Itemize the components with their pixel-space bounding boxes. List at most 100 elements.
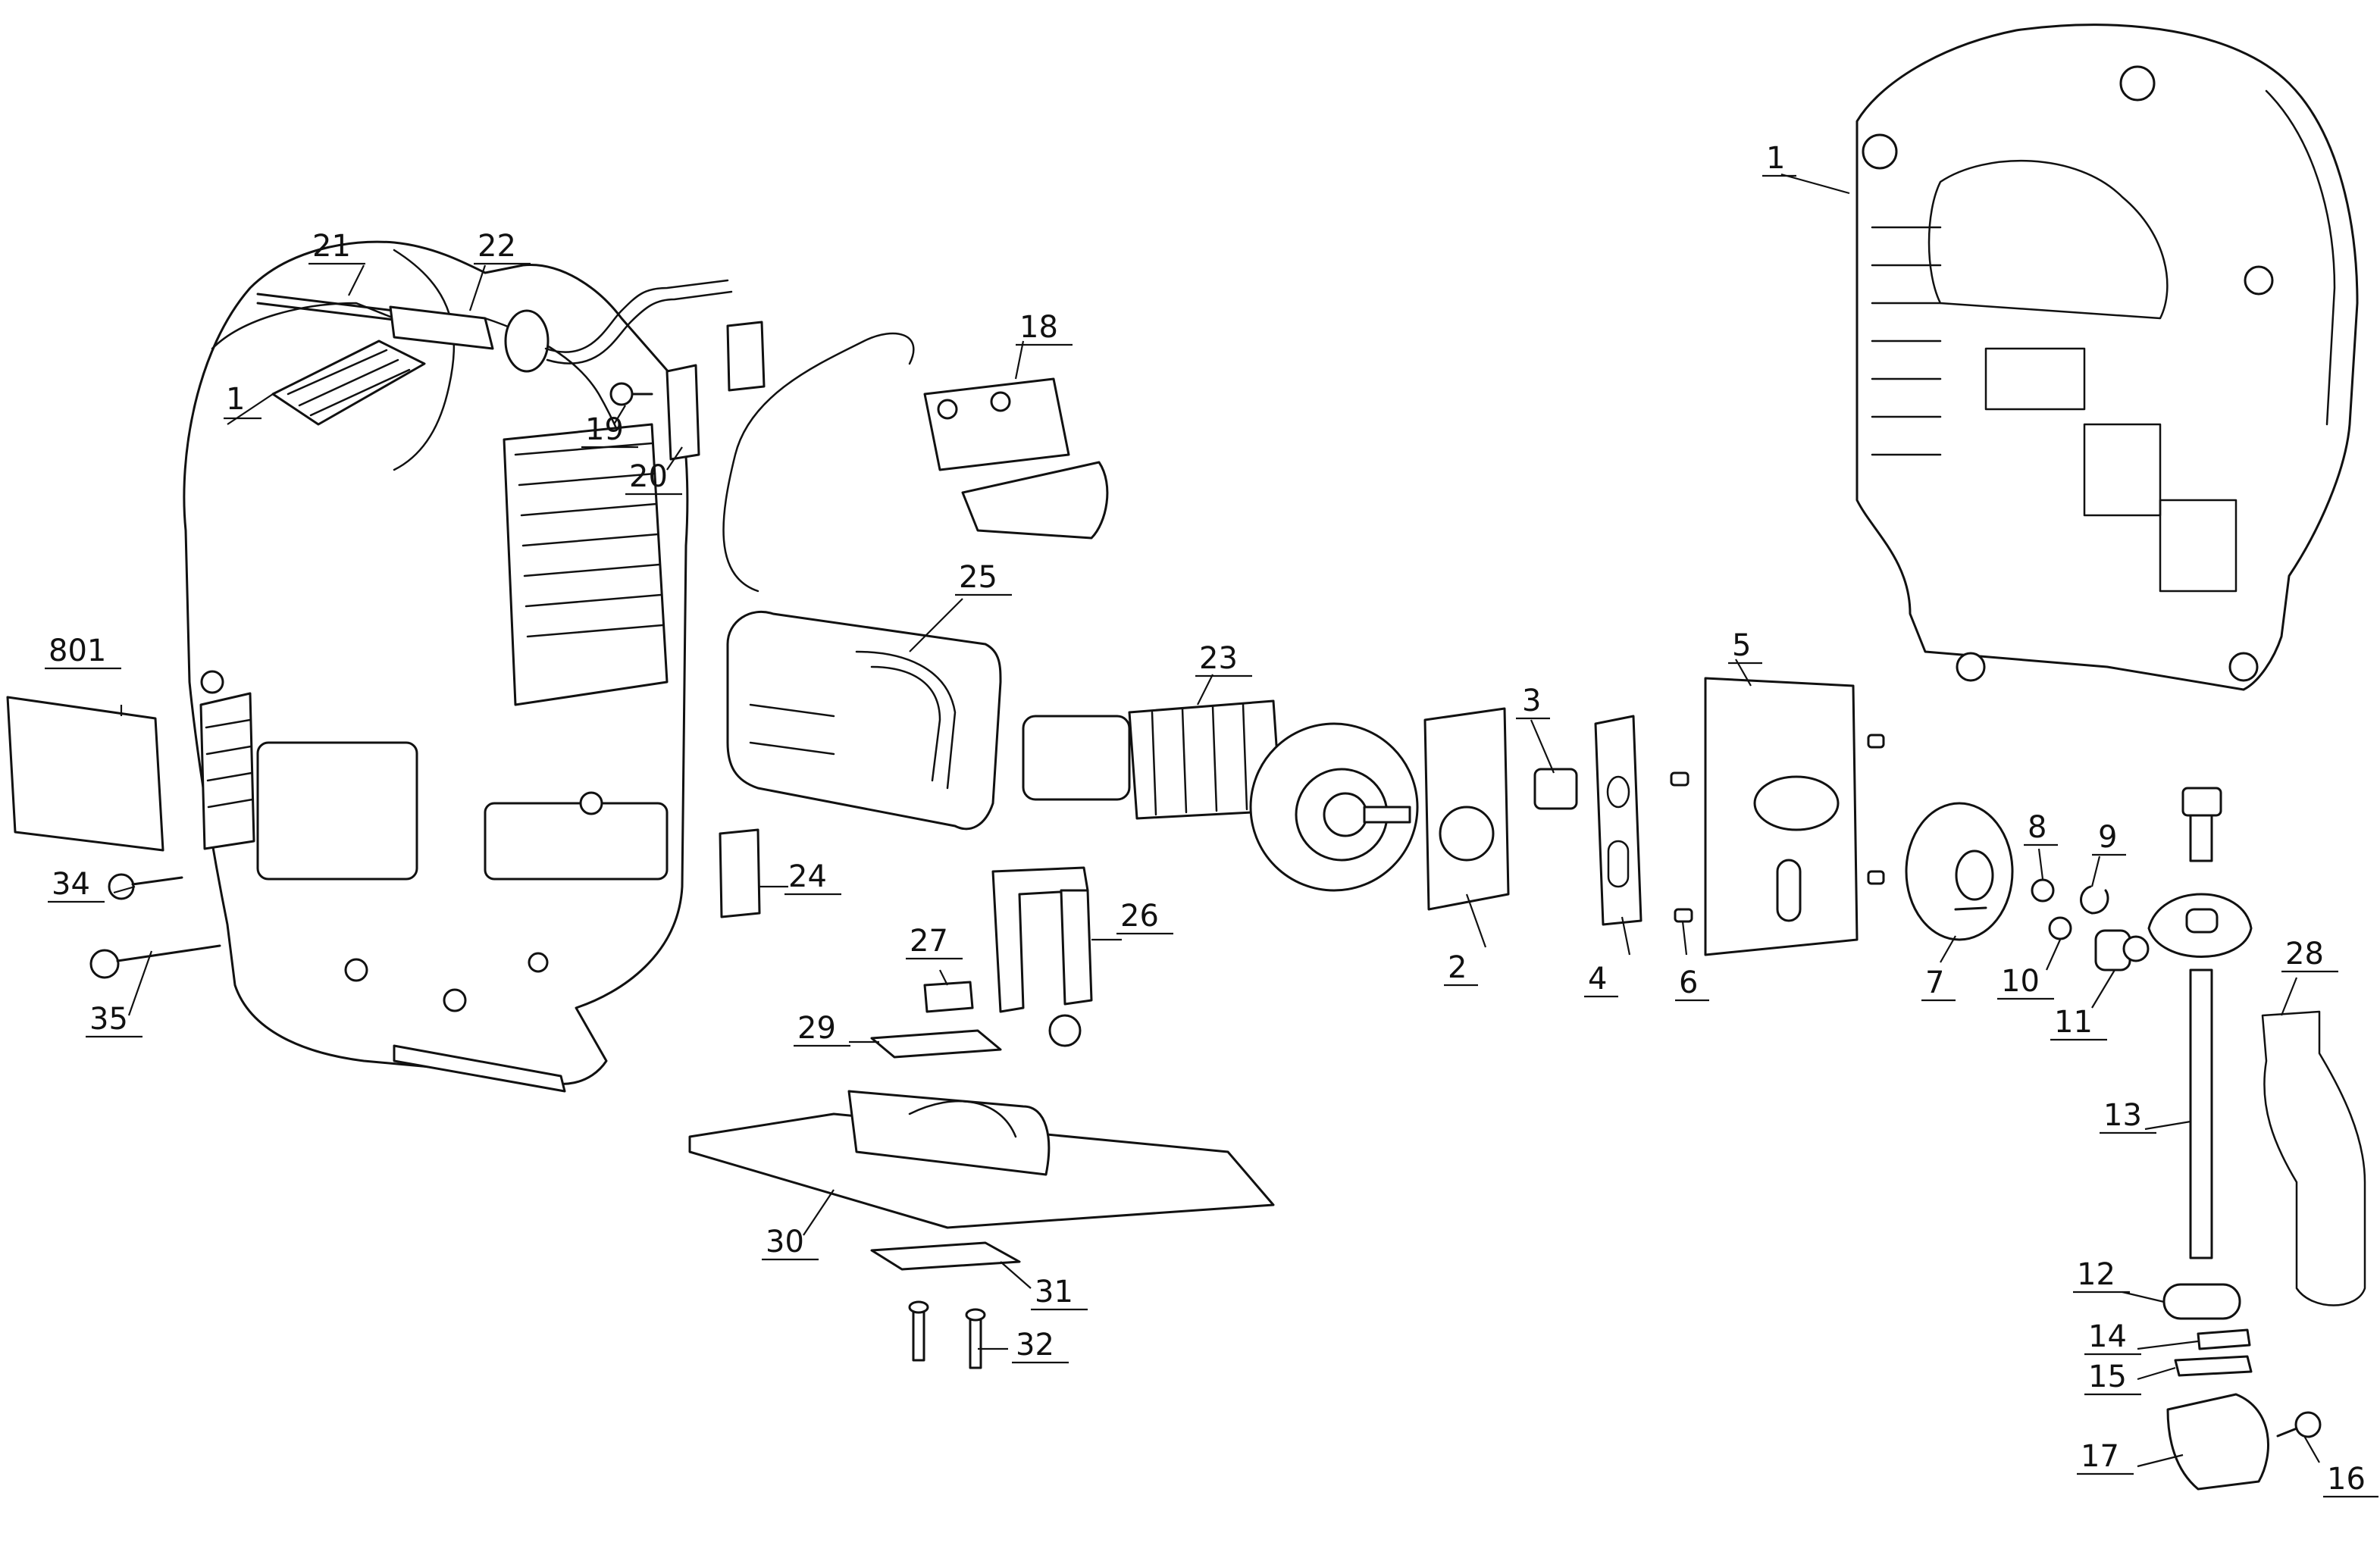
screws-32 — [908, 1300, 986, 1369]
svg-text:801: 801 — [49, 634, 106, 668]
washer-8 — [2031, 878, 2055, 903]
svg-text:30: 30 — [766, 1225, 804, 1259]
gear-7 — [1905, 802, 2014, 941]
label-plate — [6, 696, 164, 852]
svg-text:1: 1 — [226, 382, 245, 417]
armature-23 — [1022, 699, 1419, 892]
lead-wires — [722, 332, 915, 593]
callout-24: 24 — [784, 859, 841, 896]
callout-10: 10 — [1997, 964, 2054, 1000]
cord-clamp-20 — [665, 364, 700, 461]
clip-9 — [2080, 885, 2109, 915]
callout-20: 20 — [625, 459, 682, 496]
callout-31: 31 — [1031, 1275, 1088, 1311]
svg-text:15: 15 — [2088, 1359, 2127, 1394]
svg-text:24: 24 — [788, 859, 827, 894]
svg-text:5: 5 — [1732, 628, 1751, 663]
callout-21: 21 — [308, 229, 365, 265]
svg-text:25: 25 — [959, 560, 997, 595]
needle-bearing-3 — [1533, 768, 1578, 810]
svg-text:12: 12 — [2077, 1257, 2115, 1292]
callout-18: 18 — [1016, 310, 1073, 346]
svg-text:11: 11 — [2054, 1005, 2093, 1040]
washer-10 — [2048, 916, 2072, 940]
callout-6: 6 — [1675, 965, 1709, 1002]
callout-14: 14 — [2084, 1319, 2141, 1356]
svg-text:1: 1 — [1766, 141, 1785, 176]
svg-text:29: 29 — [797, 1011, 836, 1046]
gear-plate-5 — [1704, 677, 1859, 956]
power-cord-and-relief — [256, 279, 733, 373]
brush-holder-24 — [719, 828, 761, 918]
svg-text:20: 20 — [629, 459, 668, 494]
field-stator-25 — [726, 610, 1002, 831]
pins-6 — [1670, 771, 1693, 923]
base-shoe-30 — [688, 1090, 1275, 1229]
callout-16: 16 — [2323, 1462, 2378, 1498]
svg-text:34: 34 — [52, 867, 90, 902]
svg-text:2: 2 — [1448, 950, 1467, 985]
roller-11 — [2094, 929, 2150, 971]
svg-text:21: 21 — [312, 229, 351, 264]
callout-7: 7 — [1921, 965, 1956, 1002]
guide-plate-4 — [1594, 715, 1643, 926]
svg-text:19: 19 — [585, 412, 624, 447]
callout-labels: 1 1 2 3 4 5 6 7 8 9 10 11 12 13 14 15 16… — [45, 141, 2378, 1498]
svg-text:7: 7 — [1925, 965, 1944, 1000]
block-15 — [2174, 1355, 2253, 1377]
clamp-31 — [870, 1241, 1021, 1271]
callout-801: 801 — [45, 634, 121, 670]
callout-15: 15 — [2084, 1359, 2141, 1396]
callout-32: 32 — [1012, 1328, 1069, 1364]
svg-text:28: 28 — [2285, 937, 2324, 971]
callout-5: 5 — [1728, 628, 1762, 665]
callout-11: 11 — [2050, 1005, 2107, 1041]
switch-18 — [923, 377, 1109, 540]
callout-28: 28 — [2281, 937, 2338, 973]
callout-34: 34 — [48, 867, 105, 903]
callout-26: 26 — [1116, 899, 1173, 935]
callout-27: 27 — [906, 924, 963, 960]
callout-3: 3 — [1516, 684, 1550, 720]
callout-30: 30 — [762, 1225, 819, 1261]
callout-1b: 1 — [1762, 141, 1796, 177]
callout-23: 23 — [1195, 641, 1252, 677]
callout-13: 13 — [2100, 1098, 2156, 1134]
pad-14 — [2197, 1328, 2251, 1350]
callout-35: 35 — [86, 1002, 142, 1038]
plunger-13 — [2147, 787, 2253, 1259]
callout-4: 4 — [1584, 962, 1618, 998]
housing-left-exterior — [183, 240, 689, 1093]
screw-16 — [2276, 1411, 2322, 1438]
svg-text:4: 4 — [1588, 962, 1607, 997]
wire-connector — [726, 321, 766, 392]
plate-29 — [870, 1029, 1002, 1059]
screw-34 — [108, 873, 183, 900]
screw-35 — [89, 944, 221, 979]
roller-bracket-26 — [991, 866, 1093, 1047]
svg-text:18: 18 — [1019, 310, 1058, 345]
housing-right-interior — [1855, 23, 2359, 691]
pin-27 — [923, 981, 974, 1013]
svg-text:8: 8 — [2028, 810, 2046, 845]
svg-text:3: 3 — [1522, 684, 1541, 718]
callout-29: 29 — [794, 1011, 850, 1047]
svg-text:23: 23 — [1199, 641, 1238, 676]
svg-text:6: 6 — [1679, 965, 1698, 1000]
svg-text:22: 22 — [478, 229, 516, 264]
callout-1a: 1 — [224, 382, 261, 420]
svg-text:31: 31 — [1035, 1275, 1073, 1309]
blade-clamp-17 — [2166, 1393, 2269, 1491]
leader-lines — [113, 173, 2320, 1468]
svg-text:17: 17 — [2081, 1439, 2119, 1474]
svg-text:14: 14 — [2088, 1319, 2127, 1354]
screw-19 — [609, 382, 653, 406]
callout-8: 8 — [2024, 810, 2058, 846]
callout-19: 19 — [581, 412, 638, 449]
spring-wire-28 — [2261, 1010, 2366, 1306]
svg-text:27: 27 — [910, 924, 948, 959]
svg-text:32: 32 — [1016, 1328, 1054, 1363]
sleeve-12 — [2162, 1283, 2241, 1320]
callout-12: 12 — [2073, 1257, 2130, 1294]
